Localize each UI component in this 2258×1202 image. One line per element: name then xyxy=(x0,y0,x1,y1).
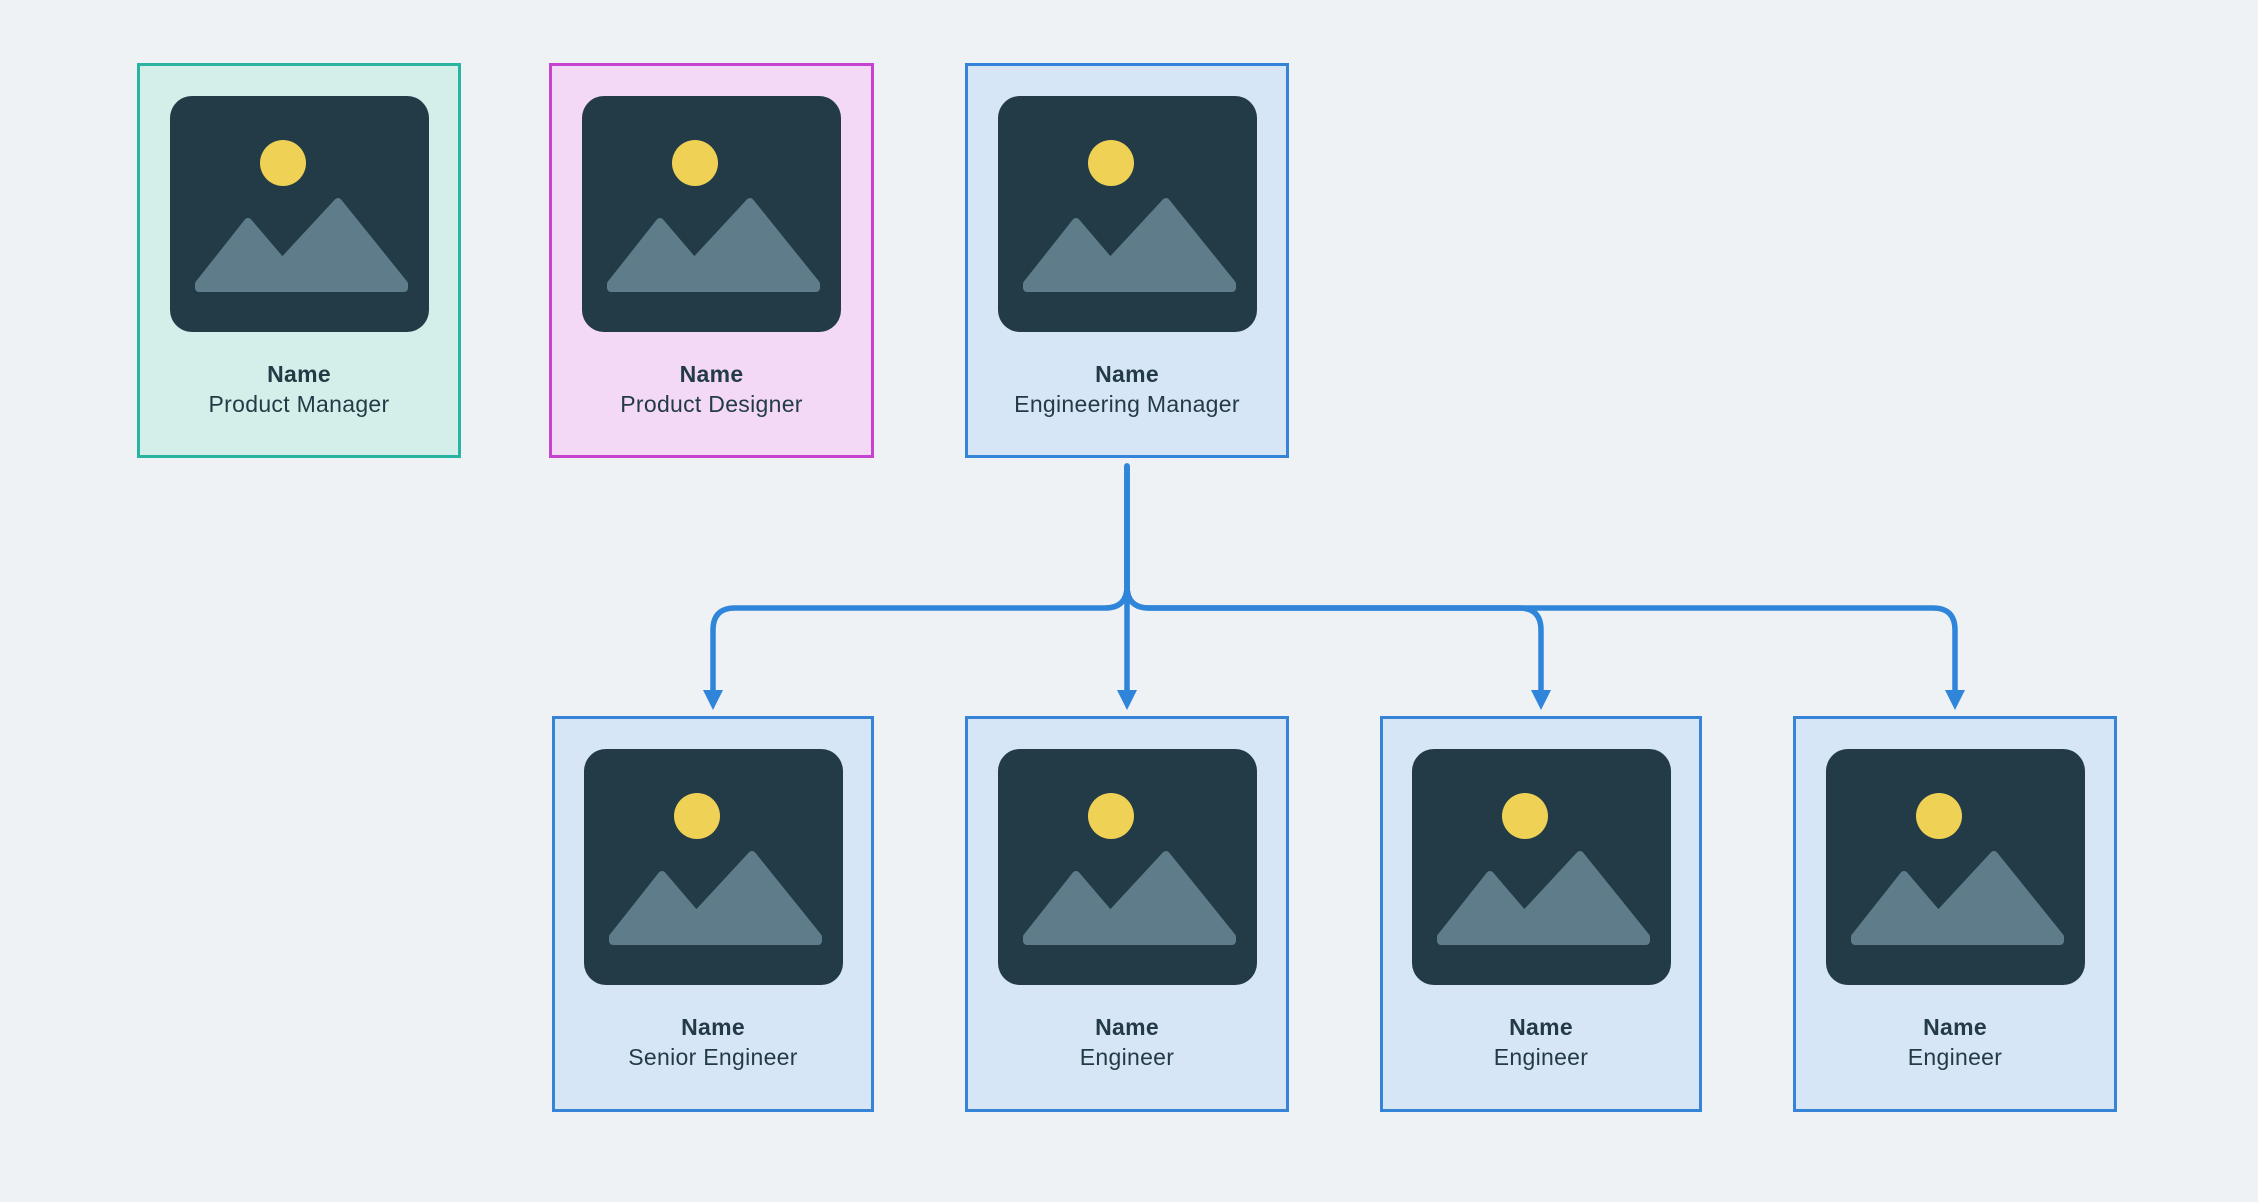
person-role: Engineer xyxy=(1079,1044,1175,1070)
org-card-engineer-2[interactable]: Name Engineer xyxy=(1380,716,1702,1112)
person-role: Engineer xyxy=(1907,1044,2003,1070)
sun-icon xyxy=(1087,140,1134,186)
mountains-icon xyxy=(1022,851,1236,945)
image-placeholder-icon xyxy=(1825,749,2085,985)
image-placeholder-icon xyxy=(997,749,1257,985)
person-name: Name xyxy=(1095,1014,1159,1040)
person-role: Product Manager xyxy=(208,391,390,417)
image-placeholder-icon xyxy=(582,96,841,332)
person-name: Name xyxy=(681,1014,745,1040)
sun-icon xyxy=(1915,793,1962,839)
org-card-engineer-1[interactable]: Name Engineer xyxy=(965,716,1289,1112)
image-placeholder-icon xyxy=(1411,749,1671,985)
org-card-engineer-3[interactable]: Name Engineer xyxy=(1793,716,2117,1112)
mountains-icon xyxy=(194,198,408,292)
person-role: Senior Engineer xyxy=(628,1044,798,1070)
mountains-icon xyxy=(1850,851,2064,945)
org-card-product-manager[interactable]: Name Product Manager xyxy=(137,63,461,458)
sun-icon xyxy=(1087,793,1134,839)
photo-frame xyxy=(1411,749,1671,985)
image-placeholder xyxy=(169,96,429,332)
sun-icon xyxy=(259,140,306,186)
mountains-icon xyxy=(1022,198,1236,292)
person-name: Name xyxy=(267,361,331,387)
person-role: Engineering Manager xyxy=(1014,391,1240,417)
person-name: Name xyxy=(1923,1014,1987,1040)
person-role: Product Designer xyxy=(620,391,803,417)
photo-frame xyxy=(997,749,1257,985)
person-name: Name xyxy=(1095,361,1159,387)
sun-icon xyxy=(673,793,720,839)
image-placeholder xyxy=(1825,749,2085,985)
person-name: Name xyxy=(679,361,744,387)
image-placeholder-icon xyxy=(169,96,429,332)
connector-engineering-manager-to-senior-engineer[interactable] xyxy=(703,463,1130,710)
mountains-icon xyxy=(608,851,822,945)
image-placeholder xyxy=(582,96,841,332)
connector-engineering-manager-to-engineer-2[interactable] xyxy=(1124,463,1551,710)
person-name: Name xyxy=(1509,1014,1573,1040)
mountains-icon xyxy=(1436,851,1650,945)
image-placeholder xyxy=(997,96,1257,332)
photo-frame xyxy=(583,749,843,985)
org-card-engineering-manager[interactable]: Name Engineering Manager xyxy=(965,63,1289,458)
org-card-senior-engineer[interactable]: Name Senior Engineer xyxy=(552,716,874,1112)
photo-frame xyxy=(169,96,429,332)
image-placeholder xyxy=(1411,749,1671,985)
photo-frame xyxy=(1825,749,2085,985)
sun-icon xyxy=(672,140,718,186)
image-placeholder-icon xyxy=(583,749,843,985)
image-placeholder-icon xyxy=(997,96,1257,332)
mountains-icon xyxy=(607,198,820,292)
person-role: Engineer xyxy=(1493,1044,1589,1070)
org-card-product-designer[interactable]: Name Product Designer xyxy=(549,63,874,458)
image-placeholder xyxy=(583,749,843,985)
photo-frame xyxy=(582,96,841,332)
photo-frame xyxy=(997,96,1257,332)
image-placeholder xyxy=(997,749,1257,985)
sun-icon xyxy=(1501,793,1548,839)
connector-engineering-manager-to-engineer-3[interactable] xyxy=(1124,463,1965,710)
